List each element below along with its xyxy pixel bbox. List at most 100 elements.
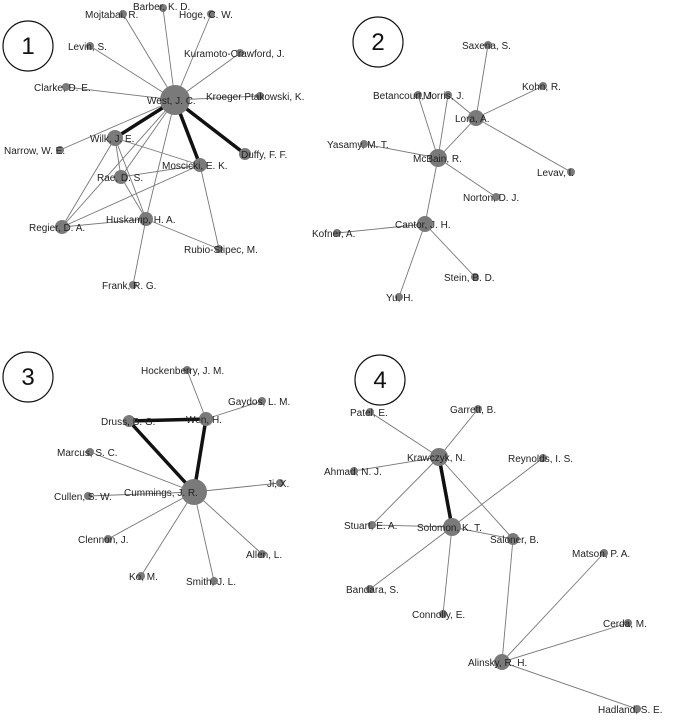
node-wen-label: Wen, H. <box>186 415 222 426</box>
node-bandara: Bandara, S. <box>346 585 399 596</box>
edge-solomon-bandara <box>369 526 453 590</box>
node-ahmad-dot <box>350 467 358 475</box>
node-wilk-label: Wilk, J. E. <box>90 134 134 145</box>
node-west: West, J. C. <box>147 85 196 115</box>
node-wilk: Wilk, J. E. <box>90 130 134 146</box>
node-kofner: Kofner, A. <box>312 229 355 240</box>
node-kroeger: Kroeger Ptakowski, K. <box>206 92 304 103</box>
node-druss: Druss, B. G. <box>101 415 155 428</box>
node-hockenberry: Hockenberry, J. M. <box>141 366 224 377</box>
node-wen-dot <box>199 412 213 426</box>
node-yu-label: Yu, H. <box>386 293 413 304</box>
node-matson-label: Matson, P. A. <box>572 549 630 560</box>
node-ko-dot <box>137 572 145 580</box>
node-matson-dot <box>600 549 608 557</box>
panel-4-badge: 4 <box>354 354 406 406</box>
edge-wen-gaydos <box>205 400 263 420</box>
node-stein: Stein, B. D. <box>444 273 495 284</box>
node-garrett-label: Garrett, B. <box>450 405 496 416</box>
node-kofner-dot <box>333 229 341 237</box>
node-wen: Wen, H. <box>186 412 222 426</box>
node-mojtabai-label: Mojtabai, R. <box>85 10 138 21</box>
edge-lora-kohn <box>475 85 544 119</box>
node-yu: Yu, H. <box>386 293 413 304</box>
node-morris-label: Morris, J. <box>423 91 464 102</box>
edge-west-narrow <box>59 99 176 151</box>
node-bandara-dot <box>366 585 374 593</box>
node-narrow-dot <box>56 146 64 154</box>
node-norton: Norton, D. J. <box>463 193 519 204</box>
panel-1-badge: 1 <box>2 20 54 72</box>
node-hadland: Hadland, S. E. <box>598 705 662 716</box>
node-connolly-label: Connolly, E. <box>412 610 465 621</box>
edge-wilk-regier <box>61 137 116 228</box>
node-west-label: West, J. C. <box>147 96 196 107</box>
node-frank-label: Frank, R. G. <box>102 281 156 292</box>
edge-krawczyk-solomon <box>437 456 454 528</box>
edge-solomon-stuart <box>371 524 453 528</box>
node-regier: Regier, D. A. <box>29 220 85 234</box>
edge-cummings-clennon <box>107 491 195 540</box>
panel-4-edges <box>353 408 638 710</box>
edge-rae-huskamp <box>120 176 147 220</box>
node-regier-dot <box>55 220 69 234</box>
node-solomon-label: Solomon, K. T. <box>417 523 482 534</box>
edge-saloner-alinsky <box>501 538 514 663</box>
panel-1-nodes: West, J. C. Barber, K. D.Mojtabai, R. Hoge… <box>4 2 304 292</box>
node-clennon-dot <box>104 535 112 543</box>
panel-4-nodes: Patel, E.Garrett, B.Krawczyk, N.Reynolds… <box>324 405 662 716</box>
node-smith-dot <box>210 577 218 585</box>
edge-mcbain-norton <box>437 157 497 198</box>
node-rubio-dot <box>215 245 223 253</box>
node-reynolds-dot <box>539 454 547 462</box>
node-hockenberry-dot <box>183 366 191 374</box>
node-kroeger-label: Kroeger Ptakowski, K. <box>206 92 304 103</box>
node-kohn: Kohn, R. <box>522 82 561 93</box>
edge-krawczyk-garrett <box>438 408 479 458</box>
node-barber: Barber, K. D. <box>133 2 190 13</box>
node-solomon-dot <box>443 518 461 536</box>
node-kohn-label: Kohn, R. <box>522 82 561 93</box>
edge-rae-moscicki <box>120 164 201 178</box>
edge-west-rae <box>120 99 176 178</box>
node-marcus-dot <box>86 448 94 456</box>
edge-krawczyk-patel <box>369 411 440 458</box>
node-betancourt-dot <box>414 91 422 99</box>
node-ahmad-label: Ahmad, N. J. <box>324 467 382 478</box>
node-alinsky: Alinsky, R. H. <box>468 654 527 670</box>
node-hadland-dot <box>633 705 641 713</box>
node-yasamy-dot <box>360 140 368 148</box>
node-cantor-dot <box>417 216 433 232</box>
node-kuramoto-label: Kuramoto-Crawford, J. <box>184 49 285 60</box>
node-duffy: Duffy, F. F. <box>239 148 287 161</box>
edge-cummings-ko <box>140 491 195 577</box>
node-norton-label: Norton, D. J. <box>463 193 519 204</box>
edge-moscicki-regier <box>61 164 201 228</box>
node-connolly-dot <box>439 610 447 618</box>
node-patel: Patel, E. <box>350 408 388 419</box>
node-rae-label: Rae, D. S. <box>97 173 143 184</box>
node-levav-dot <box>567 168 575 176</box>
edge-solomon-saloner <box>451 526 514 540</box>
node-regier-label: Regier, D. A. <box>29 223 85 234</box>
panel-4-badge-number: 4 <box>373 367 386 394</box>
node-cerda: Cerda, M. <box>603 619 647 630</box>
node-druss-label: Druss, B. G. <box>101 417 155 428</box>
edge-huskamp-regier <box>61 218 147 228</box>
node-levav: Levav, I. <box>537 168 575 179</box>
node-druss-dot <box>123 415 135 427</box>
edge-cantor-kofner <box>336 223 426 234</box>
edge-huskamp-frank <box>132 218 147 286</box>
node-cerda-label: Cerda, M. <box>603 619 647 630</box>
node-saxena-dot <box>484 41 492 49</box>
node-rubio: Rubio-Stipec, M. <box>184 245 258 256</box>
node-kroeger-dot <box>256 92 264 100</box>
edge-alinsky-cerda <box>501 622 629 663</box>
node-marcus-label: Marcus, S. C. <box>57 448 118 459</box>
edge-solomon-reynolds <box>451 457 544 528</box>
node-hoge: Hoge, C. W. <box>179 10 233 21</box>
node-stein-label: Stein, B. D. <box>444 273 495 284</box>
node-ko: Ko, M. <box>129 572 158 583</box>
panel-3-badge: 3 <box>2 351 54 403</box>
